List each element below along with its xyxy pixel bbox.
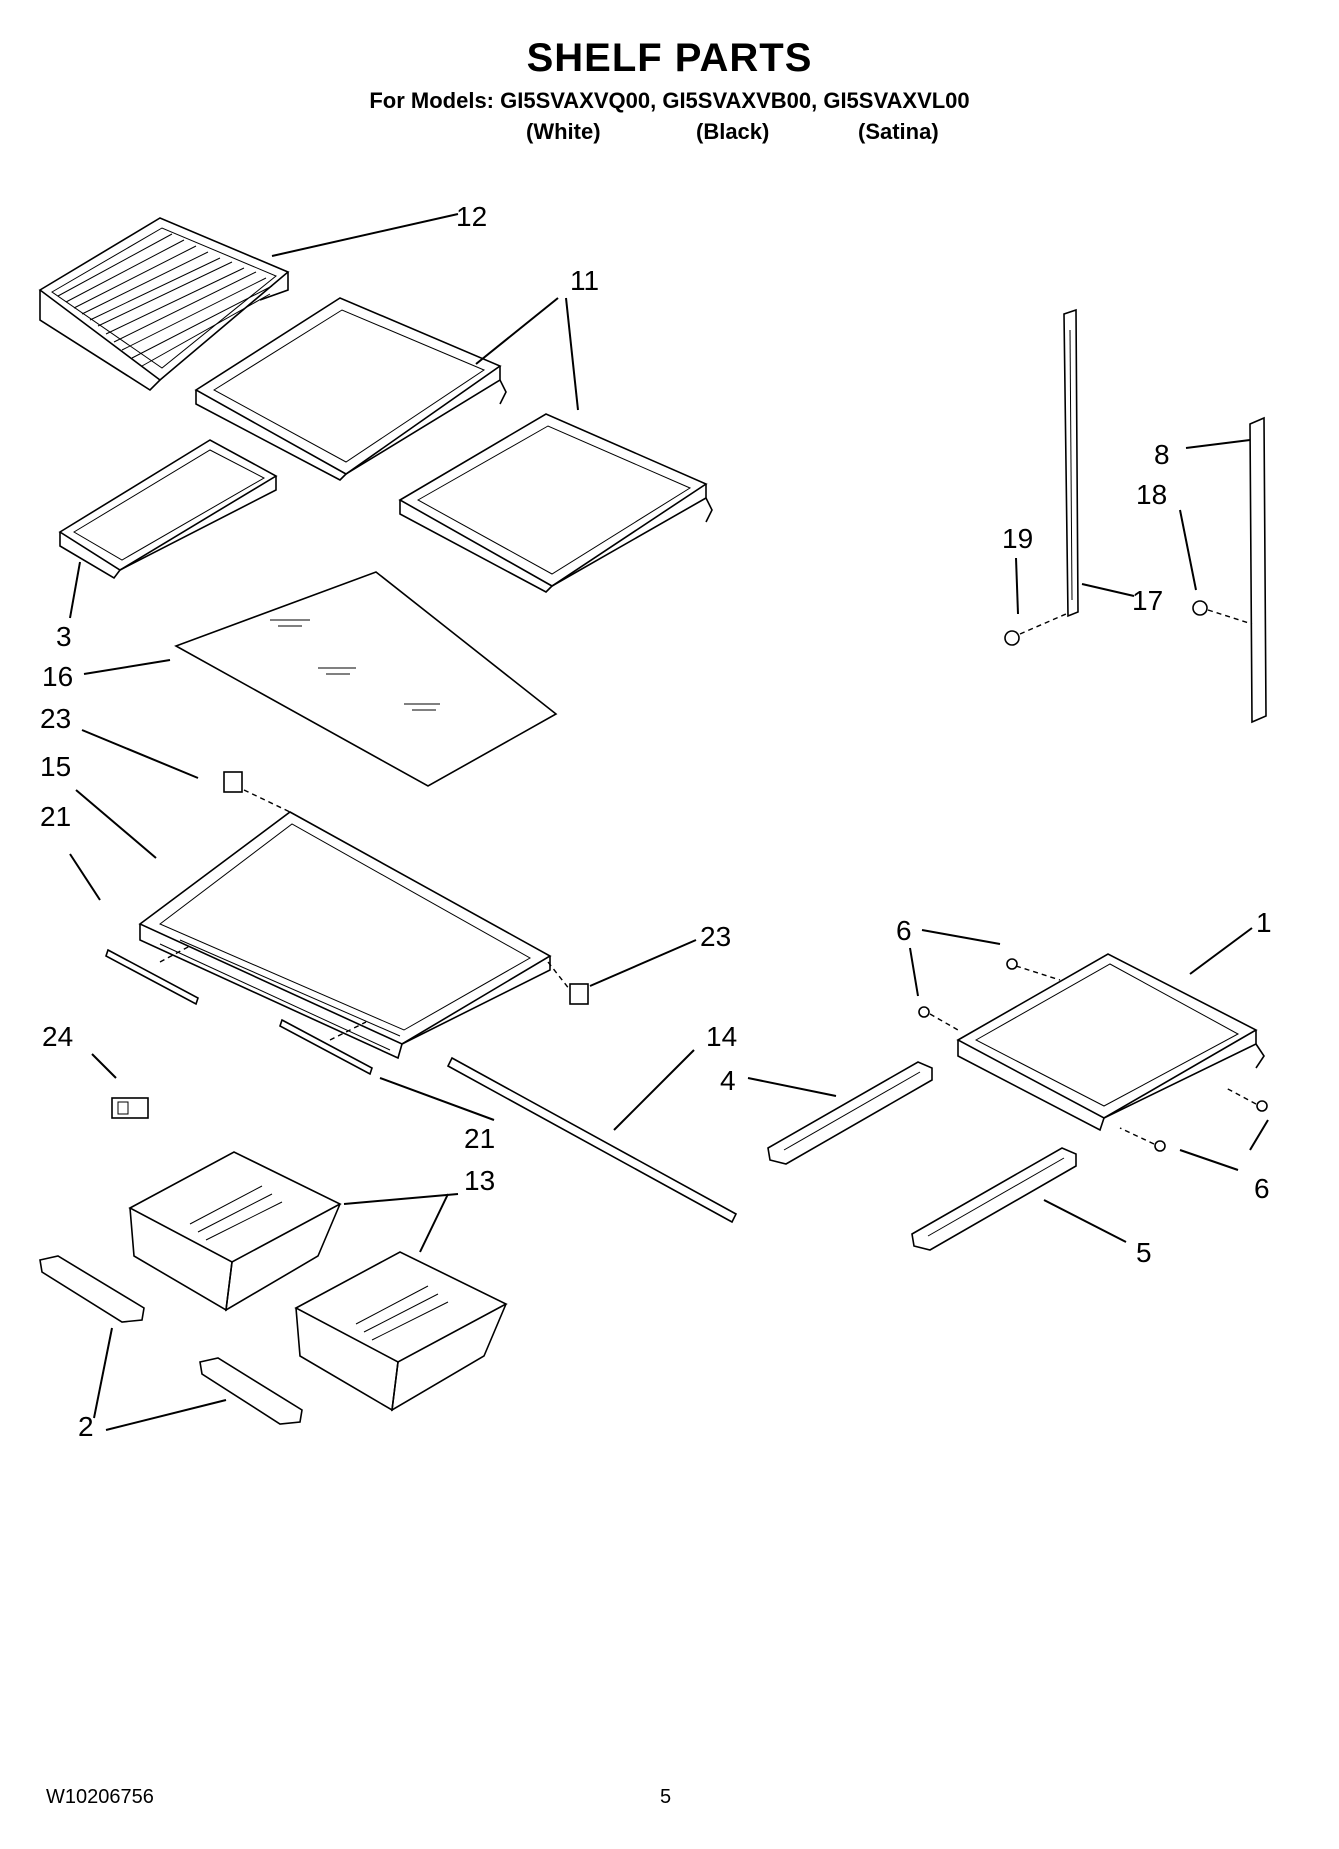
color-satina: (Satina) — [858, 119, 939, 144]
part-19-screw — [1004, 613, 1067, 646]
part-2-handle-right — [199, 1357, 303, 1425]
callout-12: 12 — [456, 201, 487, 232]
callout-14: 14 — [706, 1021, 737, 1052]
page-title: SHELF PARTS — [526, 36, 813, 80]
leader-lines — [69, 213, 1269, 1431]
callout-2: 2 — [78, 1411, 94, 1442]
document-number: W10206756 — [46, 1786, 154, 1808]
part-13-crisper-right — [294, 1251, 508, 1412]
callout-8: 8 — [1154, 439, 1170, 470]
part-24-clip — [111, 1097, 149, 1119]
part-6-screws — [918, 958, 1268, 1152]
callout-5: 5 — [1136, 1237, 1152, 1268]
part-11-shelf-upper-left — [194, 297, 507, 481]
part-12-wire-basket — [38, 217, 290, 392]
part-3-small-shelf — [58, 439, 278, 580]
part-13-crisper-left — [128, 1151, 342, 1312]
callout-11: 11 — [570, 265, 599, 296]
callout-13: 13 — [464, 1165, 495, 1196]
callout-15: 15 — [40, 751, 71, 782]
part-16-glass-panel — [174, 571, 558, 787]
models-line: For Models: GI5SVAXVQ00, GI5SVAXVB00, GI… — [369, 88, 970, 113]
callout-21-left: 21 — [40, 801, 71, 832]
part-14-trim-strip — [446, 1056, 738, 1224]
part-15-shelf-frame — [138, 771, 589, 1060]
callout-23-left: 23 — [40, 703, 71, 734]
callout-18: 18 — [1136, 479, 1167, 510]
callout-6-top: 6 — [896, 915, 912, 946]
callout-1: 1 — [1256, 907, 1272, 938]
part-21-rail-center — [279, 1018, 373, 1076]
callout-17: 17 — [1132, 585, 1163, 616]
color-white: (White) — [526, 119, 601, 144]
callout-23-right: 23 — [700, 921, 731, 952]
callout-19: 19 — [1002, 523, 1033, 554]
part-1-right-shelf — [956, 953, 1265, 1132]
part-2-handle-left — [39, 1255, 145, 1323]
callout-6-bottom: 6 — [1254, 1173, 1270, 1204]
callout-3: 3 — [56, 621, 72, 652]
callout-16: 16 — [42, 661, 73, 692]
callout-24: 24 — [42, 1021, 73, 1052]
part-21-rail-left — [105, 945, 199, 1006]
part-4-slide-rail — [767, 1061, 933, 1165]
part-11-shelf-upper-right — [398, 413, 713, 593]
part-17-rail — [1063, 308, 1079, 618]
part-18-screw — [1192, 600, 1253, 625]
callout-4: 4 — [720, 1065, 736, 1096]
color-black: (Black) — [696, 119, 770, 144]
part-5-slide-rail — [911, 1147, 1077, 1251]
callout-21-right: 21 — [464, 1123, 495, 1154]
part-8-rail — [1249, 416, 1267, 724]
page-number: 5 — [660, 1786, 672, 1808]
